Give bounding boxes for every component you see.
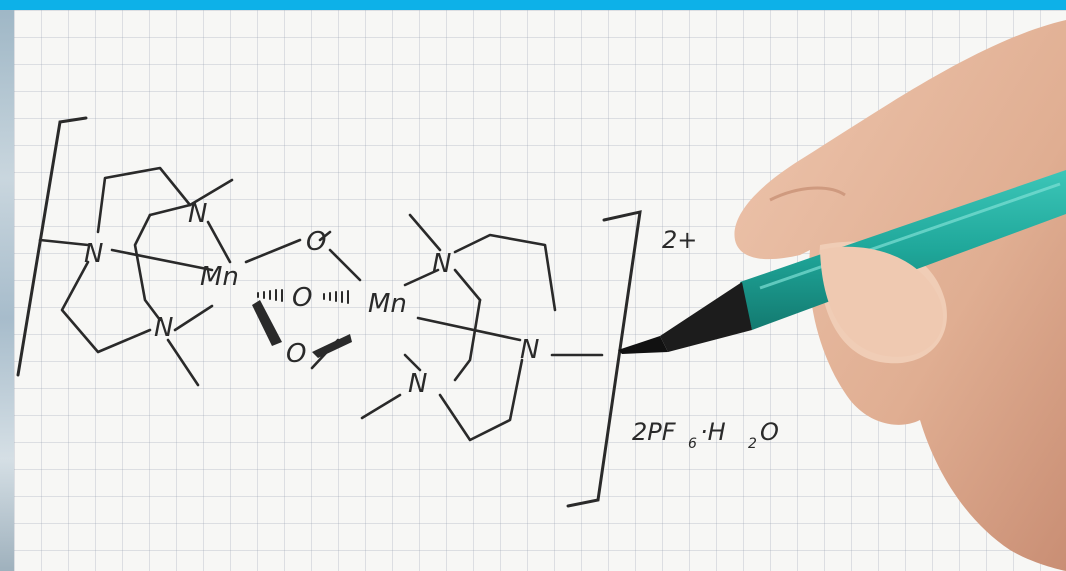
atom-n-5: N bbox=[520, 335, 539, 365]
atom-o-middle: O bbox=[292, 283, 312, 313]
counterion-subscript-2: 2 bbox=[748, 436, 757, 452]
top-accent-bar bbox=[0, 0, 1066, 10]
charge-label: 2+ bbox=[662, 226, 697, 254]
counterion-formula: 2PF 6 ·H 2 O bbox=[632, 418, 779, 452]
pen-tip bbox=[618, 336, 668, 354]
left-bracket bbox=[16, 116, 88, 377]
atom-mn-2: Mn bbox=[368, 289, 407, 319]
right-bracket bbox=[566, 210, 642, 508]
hashed-bonds bbox=[257, 289, 349, 304]
stereo-bonds bbox=[252, 300, 352, 358]
pen-cone bbox=[660, 282, 752, 352]
bond-lines bbox=[38, 166, 604, 442]
atom-n-3: N bbox=[154, 313, 173, 343]
atom-mn-1: Mn bbox=[200, 262, 239, 292]
counterion-oxygen: O bbox=[760, 418, 779, 446]
atom-o-top: O bbox=[306, 227, 326, 257]
pen-icon bbox=[618, 170, 1066, 354]
atom-n-6: N bbox=[408, 369, 427, 399]
counterion-water: ·H bbox=[700, 418, 726, 446]
finger-icon bbox=[820, 246, 944, 357]
counterion-prefix: 2PF bbox=[632, 418, 677, 446]
atom-o-bottom: O bbox=[286, 339, 306, 369]
wedge-bond-right bbox=[312, 334, 352, 358]
counterion-subscript-6: 6 bbox=[688, 436, 697, 452]
atom-n-2: N bbox=[84, 239, 103, 269]
atom-n-4: N bbox=[432, 249, 451, 279]
wedge-bond-left bbox=[252, 300, 282, 346]
left-blurred-edge bbox=[0, 10, 14, 571]
atom-n-1: N bbox=[188, 199, 207, 229]
